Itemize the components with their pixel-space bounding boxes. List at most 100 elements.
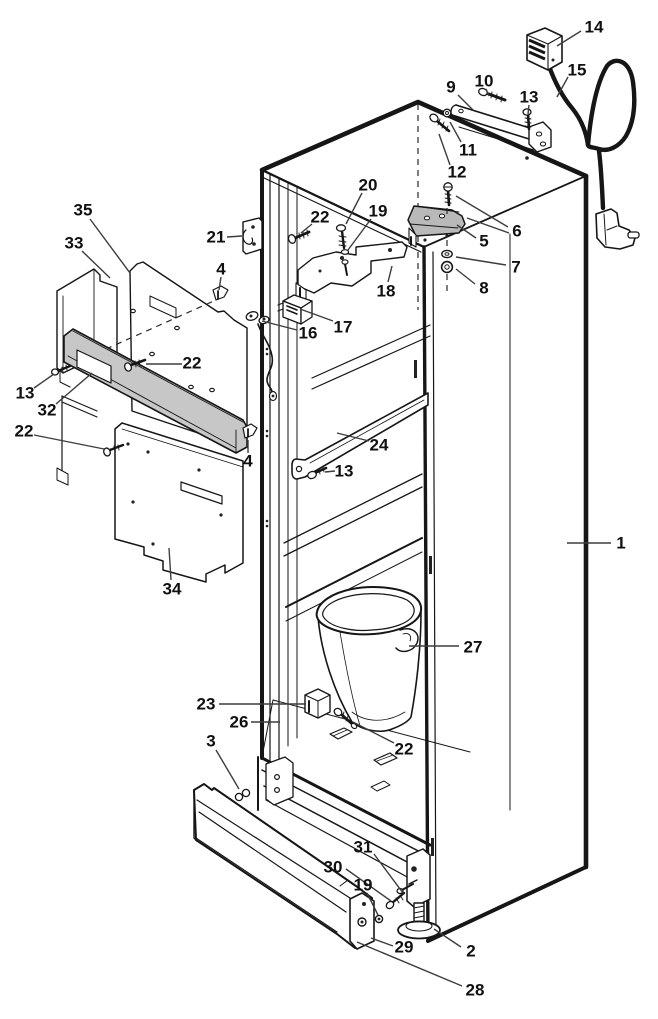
bucket-rim bbox=[315, 586, 423, 636]
leader-line-6 bbox=[455, 195, 509, 228]
part-label-33: 33 bbox=[65, 234, 84, 253]
leader-line-10 bbox=[485, 88, 490, 97]
leader-line-22 bbox=[352, 721, 395, 744]
nut-19-bottom bbox=[374, 914, 384, 924]
side-panel-group bbox=[50, 261, 258, 583]
part-label-10: 10 bbox=[475, 72, 494, 91]
screw-20 bbox=[335, 224, 347, 250]
interior-shelf-rails bbox=[283, 324, 431, 622]
power-cord-assembly bbox=[526, 27, 640, 250]
screw-30 bbox=[385, 891, 406, 910]
leader-line-22 bbox=[300, 223, 313, 234]
part-label-20: 20 bbox=[359, 176, 378, 195]
front-left-leg bbox=[257, 756, 294, 811]
part-label-11: 11 bbox=[459, 141, 477, 160]
part-label-7: 7 bbox=[511, 258, 520, 277]
rail-24 bbox=[291, 392, 429, 480]
washer-7 bbox=[441, 249, 453, 259]
leader-line-35 bbox=[89, 218, 131, 274]
part-label-5: 5 bbox=[479, 232, 488, 251]
part-label-16: 16 bbox=[299, 324, 318, 343]
part-label-22: 22 bbox=[183, 354, 202, 373]
top-hinge-bracket-group bbox=[429, 87, 552, 153]
screw-22-bottom bbox=[333, 707, 358, 730]
part-label-35: 35 bbox=[74, 201, 93, 220]
leader-line-3 bbox=[215, 749, 240, 790]
leader-line-12 bbox=[438, 133, 451, 166]
leader-line-11 bbox=[449, 121, 462, 143]
leader-line-13 bbox=[324, 470, 336, 473]
part-label-3: 3 bbox=[206, 732, 215, 751]
part-label-13: 13 bbox=[335, 462, 354, 481]
pillar-holes bbox=[265, 156, 529, 528]
cabinet bbox=[257, 99, 589, 943]
screw-31 bbox=[396, 879, 418, 895]
part-label-31: 31 bbox=[354, 838, 373, 857]
part-label-2: 2 bbox=[466, 942, 475, 961]
leader-line-8 bbox=[455, 268, 476, 285]
floor-clips bbox=[329, 727, 398, 792]
leader-line-17 bbox=[299, 308, 334, 322]
part-label-9: 9 bbox=[446, 78, 455, 97]
leader-line-28 bbox=[356, 941, 463, 987]
clip-4-upper bbox=[212, 285, 229, 301]
part-label-14: 14 bbox=[585, 18, 604, 37]
part-label-22: 22 bbox=[311, 208, 330, 227]
leader-line-14 bbox=[556, 30, 582, 47]
clip-4-lower bbox=[242, 423, 258, 439]
leader-line-29 bbox=[370, 937, 394, 947]
base-parts-group bbox=[304, 688, 398, 792]
screw-12 bbox=[429, 113, 451, 133]
sensor-wire-16 bbox=[245, 311, 278, 402]
panel-34 bbox=[114, 422, 244, 583]
screw-22-lower-left bbox=[103, 443, 125, 457]
bucket-body bbox=[317, 611, 422, 732]
leader-line-19 bbox=[347, 218, 372, 251]
part-label-4: 4 bbox=[216, 260, 226, 279]
front-right-leg bbox=[406, 848, 431, 908]
part-label-13: 13 bbox=[16, 384, 35, 403]
part-label-30: 30 bbox=[324, 858, 343, 877]
part-label-26: 26 bbox=[230, 713, 249, 732]
part-label-8: 8 bbox=[479, 279, 488, 298]
bottom-rail-group bbox=[193, 783, 441, 950]
leader-line-31 bbox=[373, 853, 404, 894]
leader-line-16 bbox=[261, 320, 298, 331]
terminal-block bbox=[526, 27, 563, 71]
mounting-plate-group bbox=[242, 217, 408, 301]
leader-line-30 bbox=[345, 868, 392, 902]
grommet-3 bbox=[234, 788, 251, 802]
nut-8 bbox=[440, 260, 454, 274]
leader-line-6 bbox=[466, 217, 510, 234]
part-label-15: 15 bbox=[568, 61, 587, 80]
part-label-24: 24 bbox=[370, 436, 389, 455]
leader-line-4 bbox=[218, 276, 222, 291]
screw-22-left bbox=[124, 358, 147, 372]
pillar-slot bbox=[429, 556, 432, 574]
part-label-19: 19 bbox=[369, 202, 388, 221]
mounting-plate-18 bbox=[297, 241, 408, 294]
thermostat-17 bbox=[277, 294, 313, 325]
bracket-21 bbox=[242, 217, 263, 255]
leader-line-13 bbox=[527, 104, 530, 115]
power-cord bbox=[546, 63, 591, 148]
hinge-screw bbox=[443, 182, 453, 207]
part-label-18: 18 bbox=[377, 282, 396, 301]
leader-line-22 bbox=[33, 434, 105, 450]
pillar-slot bbox=[431, 838, 434, 856]
part-label-29: 29 bbox=[395, 938, 414, 957]
part-label-1: 1 bbox=[616, 534, 625, 553]
power-cord-loop bbox=[585, 58, 637, 152]
block-23 bbox=[304, 688, 331, 719]
part-label-17: 17 bbox=[334, 318, 353, 337]
pillar-slot bbox=[414, 360, 417, 378]
bucket-handle bbox=[395, 628, 419, 653]
bracket-9 bbox=[455, 104, 534, 130]
leader-line-5 bbox=[456, 224, 477, 239]
part-label-21: 21 bbox=[207, 228, 226, 247]
leader-line-2 bbox=[433, 928, 462, 948]
leader-line-19 bbox=[366, 892, 379, 916]
leveling-foot-2 bbox=[397, 902, 441, 940]
